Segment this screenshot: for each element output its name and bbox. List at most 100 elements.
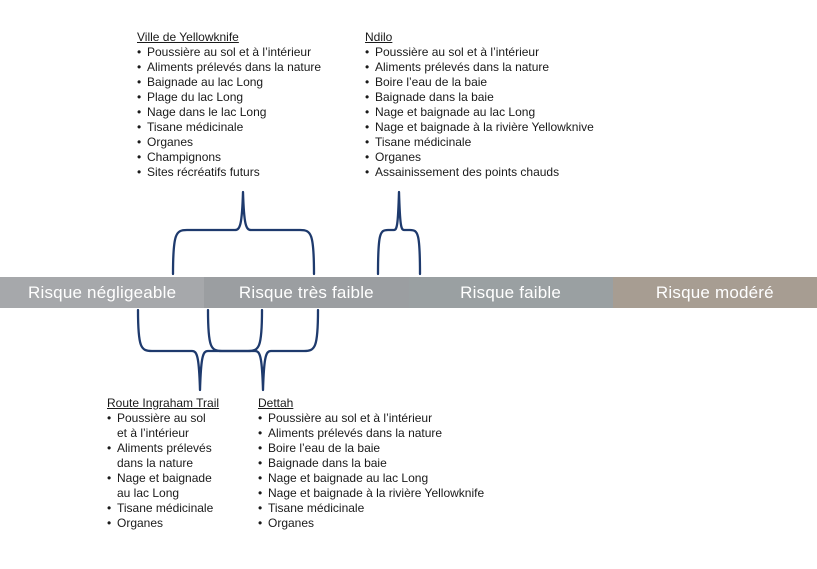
list-item-text: Organes bbox=[147, 135, 194, 149]
list-item: •Tisane médicinale bbox=[365, 135, 594, 150]
list-item: •Champignons bbox=[137, 150, 321, 165]
list-item: • Organes bbox=[137, 135, 321, 150]
list-item-text: Aliments prélevés dans la nature bbox=[375, 60, 550, 74]
list-item-text: Boire l’eau de la baie bbox=[375, 75, 488, 89]
list-item-text: Sites récréatifs futurs bbox=[147, 165, 260, 179]
group-title: Route Ingraham Trail bbox=[107, 396, 220, 410]
list-item: •Tisane médicinale bbox=[137, 120, 321, 135]
list-item: • Assainissement des points chauds bbox=[365, 165, 594, 180]
list-item-text: Nage et baignade au lac Long bbox=[268, 471, 429, 485]
bullet-icon: • bbox=[365, 45, 370, 59]
group-item-list: • Poussière au sol et à l’intérieur • Alime… bbox=[365, 45, 594, 180]
segment-label: Risque faible bbox=[460, 282, 562, 302]
list-item-text: Nage et baignade à la rivière Yellowknif… bbox=[268, 486, 485, 500]
bullet-icon: • bbox=[365, 75, 370, 89]
bullet-icon: • bbox=[258, 471, 263, 485]
bullet-icon: • bbox=[107, 471, 112, 485]
bullet-icon: • bbox=[137, 60, 142, 74]
list-item-text: Assainissement des points chauds bbox=[375, 165, 560, 179]
bullet-icon: • bbox=[365, 105, 370, 119]
bullet-icon: • bbox=[258, 516, 263, 530]
list-item: •Boire l’eau de la baie bbox=[258, 441, 484, 456]
list-item-text: Boire l’eau de la baie bbox=[268, 441, 381, 455]
list-item: • Boire l’eau de la baie bbox=[365, 75, 594, 90]
list-item: •Plage du lac Long bbox=[137, 90, 321, 105]
bullet-icon: • bbox=[107, 501, 112, 515]
list-item-text: Tisane médicinale bbox=[147, 120, 244, 134]
group-title: Dettah bbox=[258, 396, 294, 410]
bullet-icon: • bbox=[258, 456, 263, 470]
list-item-text: Organes bbox=[268, 516, 315, 530]
group-item-list: •Poussière au sol et à l’intérieur•Alime… bbox=[258, 411, 484, 531]
risk-group-ndilo: Ndilo • Poussière au sol et à l’intérieur… bbox=[365, 30, 594, 180]
list-item: •Poussière au sol et à l’intérieur bbox=[258, 411, 484, 426]
list-item: • Nage et baignade à la rivière Yellowkni… bbox=[258, 486, 484, 501]
risk-group-route-ingraham-trail: Route Ingraham Trail •Poussière au sol e… bbox=[107, 396, 219, 531]
list-item-text: Baignade dans la baie bbox=[375, 90, 494, 104]
list-item: •Aliments prélevés dans la nature bbox=[258, 426, 484, 441]
brace-ville-de-yellowknife bbox=[171, 190, 316, 276]
bullet-icon: • bbox=[365, 60, 370, 74]
list-item: • Nage et baignade au lac Long bbox=[258, 471, 484, 486]
list-item: •Sites récréatifs futurs bbox=[137, 165, 321, 180]
list-item-text: Nage et baignade au lac Long bbox=[117, 471, 212, 500]
bullet-icon: • bbox=[137, 45, 142, 59]
bullet-icon: • bbox=[258, 411, 263, 425]
group-title: Ndilo bbox=[365, 30, 393, 44]
brace-ndilo bbox=[376, 190, 422, 276]
list-item-text: Nage et baignade à la rivière Yellowkniv… bbox=[375, 120, 594, 134]
list-item: • Poussière au sol et à l’intérieur bbox=[365, 45, 594, 60]
segment-label: Risque très faible bbox=[238, 282, 374, 302]
list-item-text: Aliments prélevés dans la nature bbox=[117, 441, 212, 470]
list-item-text: Tisane médicinale bbox=[268, 501, 365, 515]
list-item: • Tisane médicinale bbox=[258, 501, 484, 516]
bullet-icon: • bbox=[365, 165, 370, 179]
list-item-text: Organes bbox=[117, 516, 164, 530]
list-item-text: Tisane médicinale bbox=[117, 501, 214, 515]
bullet-icon: • bbox=[258, 486, 263, 500]
risk-group-dettah: Dettah •Poussière au sol et à l’intérieu… bbox=[258, 396, 484, 531]
bullet-icon: • bbox=[258, 426, 263, 440]
list-item-text: Nage dans le lac Long bbox=[147, 105, 267, 119]
bullet-icon: • bbox=[365, 90, 370, 104]
bullet-icon: • bbox=[107, 411, 112, 425]
list-item-text: Organes bbox=[375, 150, 422, 164]
bullet-icon: • bbox=[365, 120, 370, 134]
risk-scale-bar: Risque négligeable Risque très faible Ri… bbox=[0, 277, 817, 308]
bullet-icon: • bbox=[137, 75, 142, 89]
bullet-icon: • bbox=[107, 441, 112, 455]
bullet-icon: • bbox=[137, 90, 142, 104]
bullet-icon: • bbox=[365, 150, 370, 164]
group-item-list: •Poussière au sol et à l’intérieur•Alime… bbox=[107, 411, 219, 531]
list-item: •Baignade dans la baie bbox=[258, 456, 484, 471]
brace-dettah bbox=[206, 308, 320, 392]
list-item: • Tisane médicinale bbox=[107, 501, 219, 516]
bullet-icon: • bbox=[137, 105, 142, 119]
bar-segment-risque-tres-faible: Risque très faible bbox=[204, 277, 409, 308]
list-item: • Nage et baignade à la rivière Yellowkni… bbox=[365, 120, 594, 135]
list-item-text: Baignade au lac Long bbox=[147, 75, 264, 89]
list-item: •Nage et baignade au lac Long bbox=[365, 105, 594, 120]
bullet-icon: • bbox=[107, 516, 112, 530]
bullet-icon: • bbox=[258, 501, 263, 515]
list-item: • Baignade dans la baie bbox=[365, 90, 594, 105]
list-item-text: Tisane médicinale bbox=[375, 135, 472, 149]
list-item-text: Poussière au sol et à l’intérieur bbox=[375, 45, 540, 59]
list-item: • Nage et baignade au lac Long bbox=[107, 471, 219, 501]
list-item: • Baignade au lac Long bbox=[137, 75, 321, 90]
list-item: •Poussière au sol et à l’intérieur bbox=[107, 411, 219, 441]
bar-segment-risque-negligeable: Risque négligeable bbox=[0, 277, 205, 308]
list-item: • Poussière au sol et à l’intérieur bbox=[137, 45, 321, 60]
list-item: • Aliments prélevés dans la nature bbox=[107, 441, 219, 471]
bar-segment-risque-modere: Risque modéré bbox=[612, 277, 817, 308]
bullet-icon: • bbox=[137, 150, 142, 164]
list-item-text: Poussière au sol et à l’intérieur bbox=[147, 45, 312, 59]
group-title: Ville de Yellowknife bbox=[137, 30, 239, 44]
bullet-icon: • bbox=[137, 135, 142, 149]
group-item-list: • Poussière au sol et à l’intérieur•Alime… bbox=[137, 45, 321, 180]
segment-label: Risque négligeable bbox=[28, 282, 177, 302]
bar-segment-risque-faible: Risque faible bbox=[408, 277, 613, 308]
list-item: •Aliments prélevés dans la nature bbox=[137, 60, 321, 75]
brace-route-ingraham-trail bbox=[136, 308, 264, 392]
